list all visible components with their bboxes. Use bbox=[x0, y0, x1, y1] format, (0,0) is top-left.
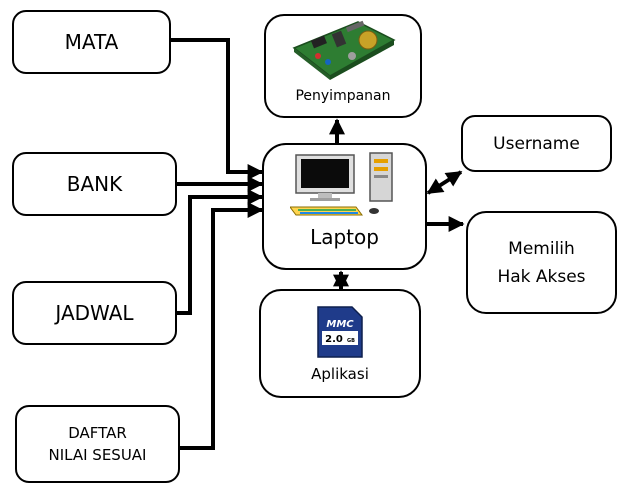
mata-box: MATA bbox=[12, 10, 171, 74]
card-size-text: 2.0 bbox=[325, 334, 343, 345]
jadwal-box: JADWAL bbox=[12, 281, 177, 345]
arrow-daftar-to-laptop bbox=[180, 202, 264, 450]
username-box: Username bbox=[461, 115, 612, 172]
card-brand-text: MMC bbox=[326, 319, 354, 330]
hak-akses-box: Memilih Hak Akses bbox=[466, 211, 617, 314]
bank-box: BANK bbox=[12, 152, 177, 216]
mata-label: MATA bbox=[64, 30, 119, 54]
desktop-computer-icon bbox=[290, 152, 393, 216]
circuit-board-icon bbox=[292, 20, 396, 80]
bank-label: BANK bbox=[66, 172, 123, 196]
hak-akses-label-line1: Memilih bbox=[508, 238, 575, 259]
app-box: MMC 2.0 GB Aplikasi bbox=[259, 289, 421, 398]
memory-card-icon: MMC 2.0 GB bbox=[317, 306, 363, 358]
daftar-label-line2: NILAI SESUAI bbox=[48, 446, 147, 464]
arrow-laptop-username bbox=[426, 170, 463, 195]
laptop-box: Laptop bbox=[262, 143, 427, 270]
storage-box: Penyimpanan bbox=[264, 14, 422, 118]
storage-label: Penyimpanan bbox=[295, 88, 391, 104]
app-label: Aplikasi bbox=[311, 365, 369, 383]
card-unit-text: GB bbox=[347, 338, 355, 344]
daftar-label-line1: DAFTAR bbox=[68, 424, 127, 442]
arrow-jadwal-to-laptop bbox=[177, 189, 264, 315]
hak-akses-label-line2: Hak Akses bbox=[497, 266, 586, 287]
username-label: Username bbox=[493, 133, 580, 154]
arrow-mata-to-laptop bbox=[171, 38, 264, 180]
daftar-box: DAFTAR NILAI SESUAI bbox=[15, 405, 180, 483]
jadwal-label: JADWAL bbox=[55, 301, 134, 325]
laptop-label: Laptop bbox=[310, 225, 379, 249]
